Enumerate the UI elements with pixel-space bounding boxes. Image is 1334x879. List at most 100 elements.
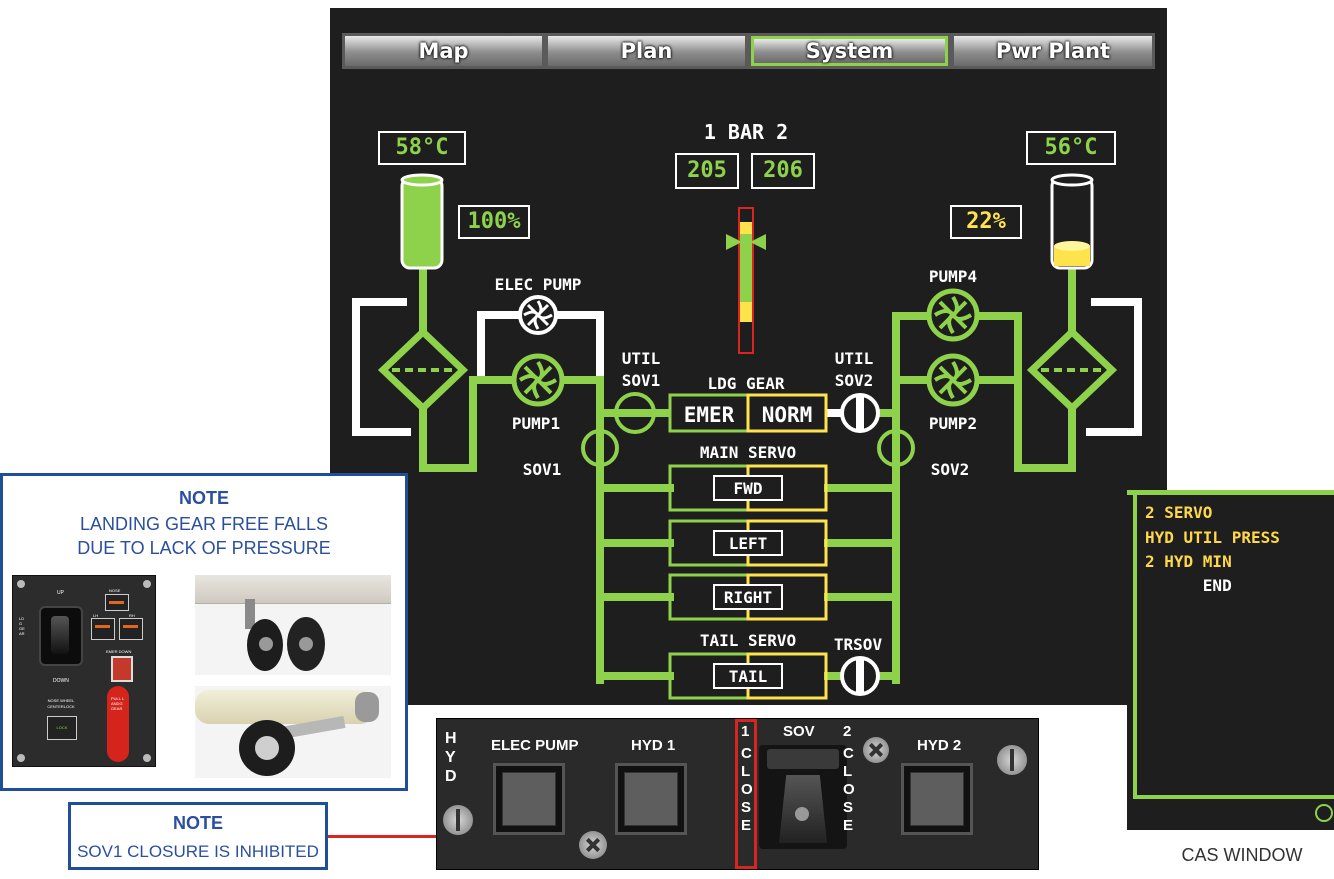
tail-label: TAIL — [729, 667, 768, 686]
left-reservoir — [400, 176, 444, 270]
landing-gear-panel: UP LDG GEAR DOWN NOSE LH RH EMER DOWN NO… — [12, 575, 156, 767]
pump4-icon — [926, 288, 980, 342]
cas-window: 2 SERVO HYD UTIL PRESS 2 HYD MIN END — [1127, 490, 1334, 830]
cas-message: HYD UTIL PRESS — [1145, 528, 1280, 547]
elec-pump-label: ELEC PUMP — [495, 275, 582, 294]
hyd1-button-label: HYD 1 — [631, 737, 676, 754]
util-sov2-label-b: SOV2 — [835, 371, 874, 390]
main-gear-photo — [195, 575, 391, 675]
tail-servo-label: TAIL SERVO — [700, 631, 796, 650]
pull-label: PULL LANDG GEAR — [111, 696, 125, 711]
sov1-label: SOV1 — [523, 460, 562, 479]
centerlock-label: CENTERLOCK — [47, 704, 75, 709]
left-temp-readout: 58°C — [378, 131, 466, 165]
util-sov1-label-a: UTIL — [622, 349, 661, 368]
elec-pump-icon — [518, 295, 558, 335]
bar-title: 1 BAR 2 — [703, 120, 789, 144]
emergency-pull-handle[interactable]: PULL LANDG GEAR — [107, 686, 129, 762]
note-title: NOTE — [178, 488, 229, 508]
lh-label: LH — [93, 613, 99, 618]
pump2-label: PUMP2 — [929, 414, 977, 433]
right-filter-icon — [1026, 327, 1118, 413]
lock-label: LOCK — [56, 725, 68, 730]
panel-screw-icon — [579, 831, 607, 859]
lh-indicator — [91, 618, 115, 640]
servo-boxes — [668, 464, 828, 700]
rh-indicator — [119, 618, 143, 640]
pump1-icon — [511, 353, 565, 407]
ldg-gear-label: LDG GEAR — [707, 374, 784, 393]
tab-system[interactable]: System — [751, 36, 948, 66]
hydraulic-synoptic: ELEC PUMP PUMP1 PUMP4 PUMP2 UTIL SOV1 UT… — [352, 173, 1142, 700]
util-sov2-valve-icon — [840, 393, 880, 433]
ldg-gear-vertical-label: LDG GEAR — [19, 616, 25, 636]
emer-label: EMER — [684, 403, 735, 427]
gear-up-label: UP — [57, 590, 64, 596]
bar2-readout: 206 — [751, 153, 815, 189]
hyd2-button[interactable] — [901, 763, 973, 835]
gear-down-label: DOWN — [53, 678, 69, 684]
panel-screw-icon — [863, 737, 889, 763]
right-temp-readout: 56°C — [1026, 131, 1116, 165]
note-line1: LANDING GEAR FREE FALLS — [79, 514, 329, 534]
norm-label: NORM — [762, 403, 813, 427]
sov2-close-label: CLOSE — [843, 745, 855, 834]
trsov-valve-icon — [840, 656, 880, 696]
right-qty-readout: 22% — [950, 205, 1022, 239]
cas-scroll-icon[interactable] — [1315, 804, 1333, 822]
note2-title: NOTE — [172, 813, 223, 833]
page-tab-bar: Map Plan System Pwr Plant — [342, 33, 1155, 69]
hyd-vertical-label: HYD — [445, 730, 457, 785]
cas-message: 2 SERVO — [1145, 503, 1213, 522]
hyd-control-panel: HYD ELEC PUMP HYD 1 1 CLOSE SOV 2 CLOSE … — [436, 718, 1039, 870]
pump1-label: PUMP1 — [512, 414, 560, 433]
main-servo-label: MAIN SERVO — [700, 443, 796, 462]
tab-map[interactable]: Map — [345, 36, 542, 66]
util-sov1-label-b: SOV1 — [622, 371, 661, 390]
bar1-readout: 205 — [675, 153, 739, 189]
emer-down-label: EMER DOWN — [106, 649, 132, 654]
panel-screw-icon — [443, 805, 473, 835]
nose-indicator — [105, 594, 129, 611]
hyd2-button-label: HYD 2 — [917, 737, 962, 754]
cas-message: 2 HYD MIN — [1145, 552, 1232, 571]
left-label: LEFT — [729, 534, 768, 553]
cas-end-marker: END — [1145, 576, 1232, 595]
sov1-number: 1 — [741, 723, 750, 740]
fwd-label: FWD — [734, 479, 763, 498]
sov-label: SOV — [783, 723, 815, 740]
sov1-close-label: CLOSE — [741, 745, 753, 834]
left-qty-readout: 100% — [458, 205, 530, 239]
hyd1-button[interactable] — [615, 763, 687, 835]
elec-pump-button-label: ELEC PUMP — [491, 737, 579, 754]
tab-pwr-plant[interactable]: Pwr Plant — [954, 36, 1152, 66]
centerlock-button[interactable]: LOCK — [47, 716, 77, 740]
nose-wheel-label: NOSE WHEEL — [47, 698, 75, 703]
right-return-line — [1086, 298, 1142, 436]
note2-line1: SOV1 CLOSURE IS INHIBITED — [77, 842, 319, 861]
sov2-number: 2 — [843, 723, 852, 740]
tab-plan[interactable]: Plan — [548, 36, 745, 66]
sov2-valve-icon — [877, 429, 915, 467]
cas-window-caption: CAS WINDOW — [1181, 845, 1303, 865]
sov-guarded-switch[interactable] — [759, 745, 847, 849]
ldg-gear-boxes — [668, 393, 828, 433]
sov1-close-highlight — [735, 719, 757, 869]
panel-screw-icon — [997, 745, 1027, 775]
util-sov2-label-a: UTIL — [835, 349, 874, 368]
gear-lever[interactable] — [39, 606, 83, 666]
note-sov1-inhibited: NOTE SOV1 CLOSURE IS INHIBITED — [68, 802, 328, 870]
left-return-line — [352, 298, 411, 436]
pressure-bar-gauge — [726, 207, 766, 354]
emer-down-button[interactable] — [111, 656, 133, 682]
trsov-label: TRSOV — [834, 635, 883, 654]
pump4-label: PUMP4 — [929, 267, 977, 286]
pump2-icon — [926, 353, 980, 407]
util-sov1-valve-icon — [614, 392, 656, 434]
nose-label: NOSE — [109, 588, 121, 593]
sov2-label: SOV2 — [931, 460, 970, 479]
left-filter-icon — [377, 327, 469, 413]
note-line2: DUE TO LACK OF PRESSURE — [77, 538, 331, 558]
nose-gear-photo — [195, 686, 391, 778]
elec-pump-button[interactable] — [493, 763, 565, 835]
